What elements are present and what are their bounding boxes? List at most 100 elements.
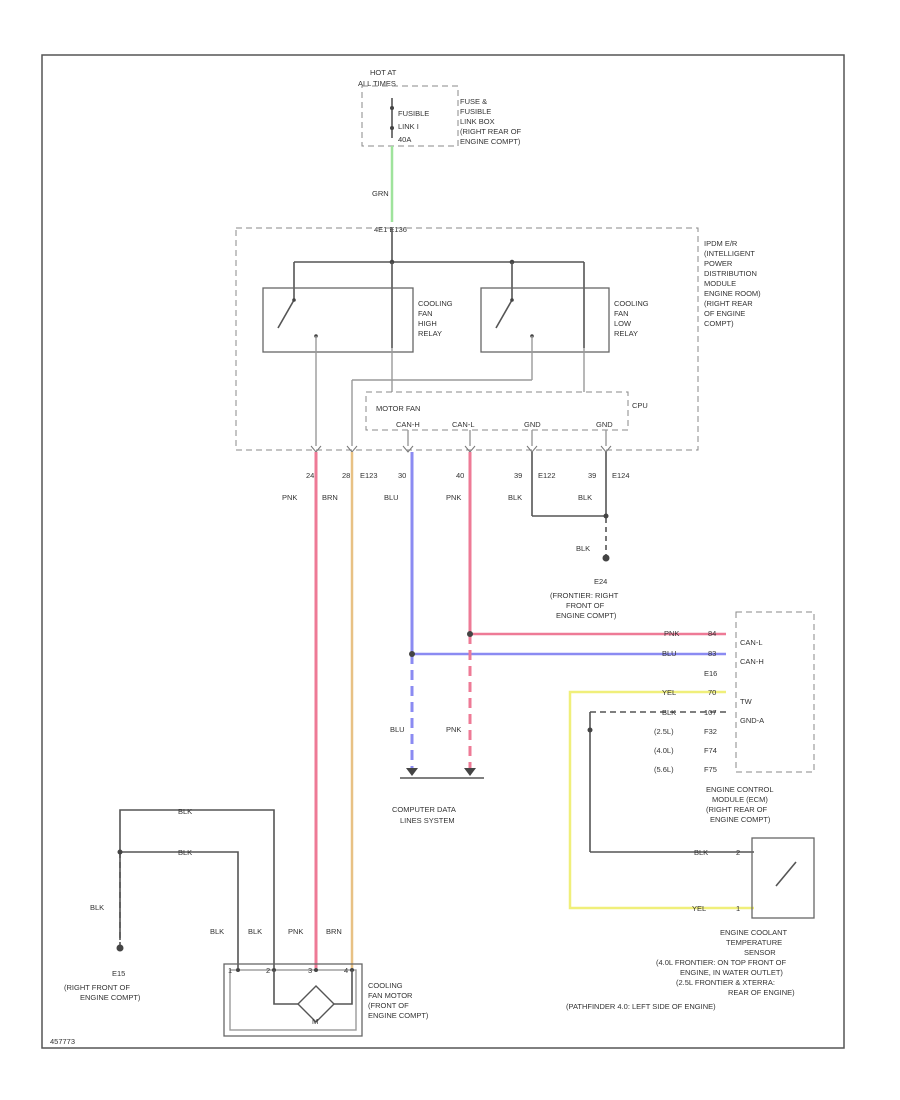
high-relay-switch-icon — [277, 299, 295, 329]
ipdm-connector-label: 4E1 E136 — [374, 225, 407, 234]
ecm-name: ENGINE CONTROL MODULE (ECM) (RIGHT REAR … — [706, 785, 775, 824]
high-relay-label: COOLING FAN HIGH RELAY — [418, 299, 455, 338]
ecm-pin-83: 83 — [708, 649, 716, 658]
ect-pin-2: 2 — [736, 848, 740, 857]
ground-e24-icon — [602, 554, 610, 562]
ipdm-outline — [235, 227, 699, 451]
hot-at-label: HOT AT — [370, 68, 397, 77]
pin-28: 28 — [342, 471, 350, 480]
ect-name: ENGINE COOLANT TEMPERATURE SENSOR (4.0L … — [566, 928, 797, 1011]
ecm-conn-f75: F75 — [704, 765, 717, 774]
wire-color-yel-1: YEL — [662, 688, 676, 697]
engine-5-6l: (5.6L) — [654, 765, 674, 774]
fan-motor-section: BLK BLK BLK BLK BLK PNK BRN E15 (RIGHT F… — [64, 807, 429, 1037]
ipdm-section: IPDM E/R (INTELLIGENT POWER DISTRIBUTION… — [235, 227, 763, 451]
data-link-terminal-1 — [406, 768, 418, 776]
cpu-label: CPU — [632, 401, 648, 410]
ecm-pin-84: 84 — [708, 629, 716, 638]
wire-color-pnk-5: PNK — [288, 927, 303, 936]
ecm-outline — [735, 611, 815, 773]
wire-color-pnk-2: PNK — [446, 493, 461, 502]
cooling-fan-low-relay — [480, 287, 610, 353]
wire-color-blk-4: BLK — [662, 708, 676, 717]
fan-conn-pin-2: 2 — [266, 966, 270, 975]
motor-fan-label: MOTOR FAN — [376, 404, 420, 413]
fan-conn-pin-3: 3 — [308, 966, 312, 975]
wire-color-pnk-3: PNK — [446, 725, 461, 734]
ipdm-name: IPDM E/R (INTELLIGENT POWER DISTRIBUTION… — [704, 239, 763, 328]
conn-e122: E122 — [538, 471, 556, 480]
ect-pin-1: 1 — [736, 904, 740, 913]
wire-color-blu-2: BLU — [390, 725, 405, 734]
ecm-conn-f32: F32 — [704, 727, 717, 736]
pin-30: 30 — [398, 471, 406, 480]
link-label: LINK I — [398, 122, 419, 131]
ecm-conn-e16: E16 — [704, 669, 717, 678]
fuse-box-name: FUSE & FUSIBLE LINK BOX (RIGHT REAR OF E… — [460, 97, 523, 146]
data-link-label: COMPUTER DATA LINES SYSTEM — [392, 805, 458, 825]
wire-color-blk-3: BLK — [576, 544, 590, 553]
wire-color-blk-6: BLK — [178, 807, 192, 816]
wire-color-pnk-4: PNK — [664, 629, 679, 638]
ecm-pin-107: 107 — [704, 708, 717, 717]
wire-blk-outer — [119, 809, 275, 968]
conn-e124: E124 — [612, 471, 630, 480]
ground-e24-desc: (FRONTIER: RIGHT FRONT OF ENGINE COMPT) — [550, 591, 620, 620]
fan-motor-name: COOLING FAN MOTOR (FRONT OF ENGINE COMPT… — [368, 981, 429, 1020]
wire-color-blk-5: BLK — [694, 848, 708, 857]
cpu-pin-can-l: CAN-L — [452, 420, 475, 429]
wire-yel-sensor — [568, 690, 754, 910]
fan-motor-icon — [297, 985, 335, 1023]
wire-color-blu-1: BLU — [384, 493, 399, 502]
engine-2-5l: (2.5L) — [654, 727, 674, 736]
ecm-pin-gnd-a: GND-A — [740, 716, 764, 725]
fuse-box-outline — [361, 85, 459, 147]
ground-e15-icon — [116, 944, 124, 952]
ground-e15-desc: (RIGHT FRONT OF ENGINE COMPT) — [64, 983, 141, 1002]
cooling-fan-high-relay — [262, 287, 414, 353]
cpu-pin-can-h: CAN-H — [396, 420, 420, 429]
wire-color-brn-1: BRN — [322, 493, 338, 502]
fan-motor-m-icon: M — [312, 1017, 318, 1026]
ecm-pin-can-h: CAN-H — [740, 657, 764, 666]
fan-motor-connector — [223, 963, 363, 1037]
wire-blk-inner — [120, 851, 239, 968]
ect-sensor-section: BLK 2 YEL 1 ENGINE COOLANT TEMPERATURE S… — [566, 837, 815, 1011]
pin-40: 40 — [456, 471, 464, 480]
wire-color-blk-10: BLK — [248, 927, 262, 936]
ecm-pin-can-l: CAN-L — [740, 638, 763, 647]
wire-color-blk-2: BLK — [578, 493, 592, 502]
wire-color-brn-2: BRN — [326, 927, 342, 936]
cpu-pin-gnd-1: GND — [524, 420, 541, 429]
diagram-frame — [41, 54, 845, 1049]
ecm-conn-f74: F74 — [704, 746, 717, 755]
ground-e15-label: E15 — [112, 969, 125, 978]
engine-4-0l: (4.0L) — [654, 746, 674, 755]
ground-e24-label: E24 — [594, 577, 607, 586]
cpu-box — [365, 391, 629, 431]
ipdm-pin-labels: 24 28 E123 30 40 39 E122 39 E124 PNK BRN… — [282, 471, 630, 502]
pin-39b: 39 — [588, 471, 596, 480]
wire-color-blk-1: BLK — [508, 493, 522, 502]
low-relay-switch-icon — [495, 299, 513, 329]
fusible-label: FUSIBLE — [398, 109, 429, 118]
data-link-terminal-2 — [464, 768, 476, 776]
ect-sensor-box — [751, 837, 815, 919]
wire-color-yel-2: YEL — [692, 904, 706, 913]
wire-color-blk-7: BLK — [178, 848, 192, 857]
pin-24: 24 — [306, 471, 314, 480]
ecm-pin-tw: TW — [740, 697, 753, 706]
all-times-label: ALL TIMES — [358, 79, 396, 88]
wire-color-blk-9: BLK — [210, 927, 224, 936]
wire-color-blk-8: BLK — [90, 903, 104, 912]
pin-39a: 39 — [514, 471, 522, 480]
low-relay-label: COOLING FAN LOW RELAY — [614, 299, 651, 338]
ipdm-connectors — [310, 445, 612, 453]
wire-color-blu-3: BLU — [662, 649, 677, 658]
feed-wire-color-label: GRN — [372, 189, 389, 198]
conn-e123: E123 — [360, 471, 378, 480]
ect-sensor-thermistor-icon — [775, 861, 797, 887]
fan-conn-pin-1: 1 — [228, 966, 232, 975]
cpu-pin-gnd-2: GND — [596, 420, 613, 429]
